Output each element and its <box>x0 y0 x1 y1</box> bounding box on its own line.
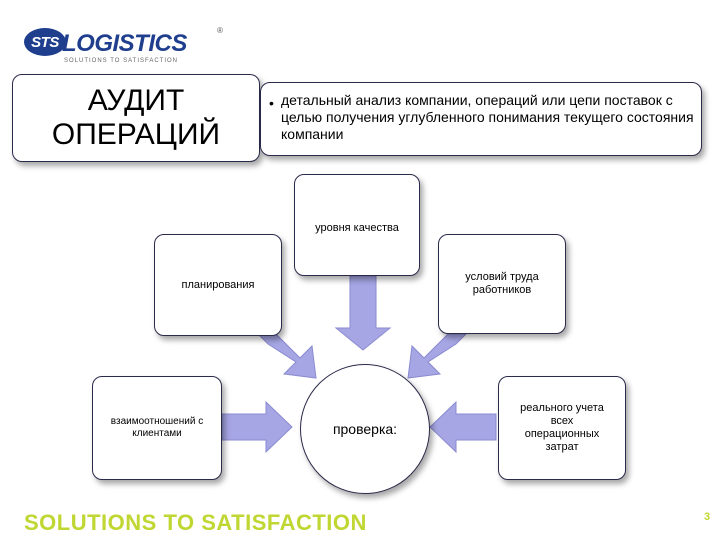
node-labor: условий труда работников <box>438 234 566 334</box>
logo-tagline: SOLUTIONS TO SATISFACTION <box>64 58 179 64</box>
logo-name: LOGISTICS <box>62 30 187 57</box>
center-node: проверка: <box>300 364 430 494</box>
center-node-label: проверка: <box>332 421 398 437</box>
arrow-right <box>221 400 293 454</box>
page-number: 3 <box>704 511 711 523</box>
node-real-costs: реального учета всех операционных затрат <box>498 376 626 480</box>
node-planning-label: планирования <box>181 278 255 291</box>
node-quality-label: уровня качества <box>315 222 399 234</box>
node-clients-label: взаимоотношений с клиентами <box>110 416 204 439</box>
slide-title: АУДИТ ОПЕРАЦИЙ <box>52 84 220 152</box>
description-box: • детальный анализ компании, операций ил… <box>260 82 702 156</box>
arrow-down-left <box>407 333 468 379</box>
company-logo: STS LOGISTICS ® SOLUTIONS TO SATISFACTIO… <box>24 22 224 66</box>
node-quality: уровня качества <box>294 174 420 276</box>
node-labor-label: условий труда работников <box>465 271 539 296</box>
arrow-down-right <box>256 333 317 379</box>
node-clients: взаимоотношений с клиентами <box>92 376 222 480</box>
description-text: детальный анализ компании, операций или … <box>281 92 694 142</box>
registered-mark: ® <box>217 26 223 35</box>
bullet: • <box>269 95 274 111</box>
title-line-2: ОПЕРАЦИЙ <box>51 118 221 151</box>
footer-slogan: SOLUTIONS TO SATISFACTION <box>24 510 367 535</box>
title-line-1: АУДИТ <box>87 84 185 117</box>
arrow-down <box>334 275 392 351</box>
node-planning: планирования <box>154 234 282 336</box>
logo-mark: STS <box>24 28 66 56</box>
title-box: АУДИТ ОПЕРАЦИЙ <box>12 74 260 162</box>
arrow-left <box>429 400 497 454</box>
node-real-costs-label: реального учета всех операционных затрат <box>520 402 604 453</box>
